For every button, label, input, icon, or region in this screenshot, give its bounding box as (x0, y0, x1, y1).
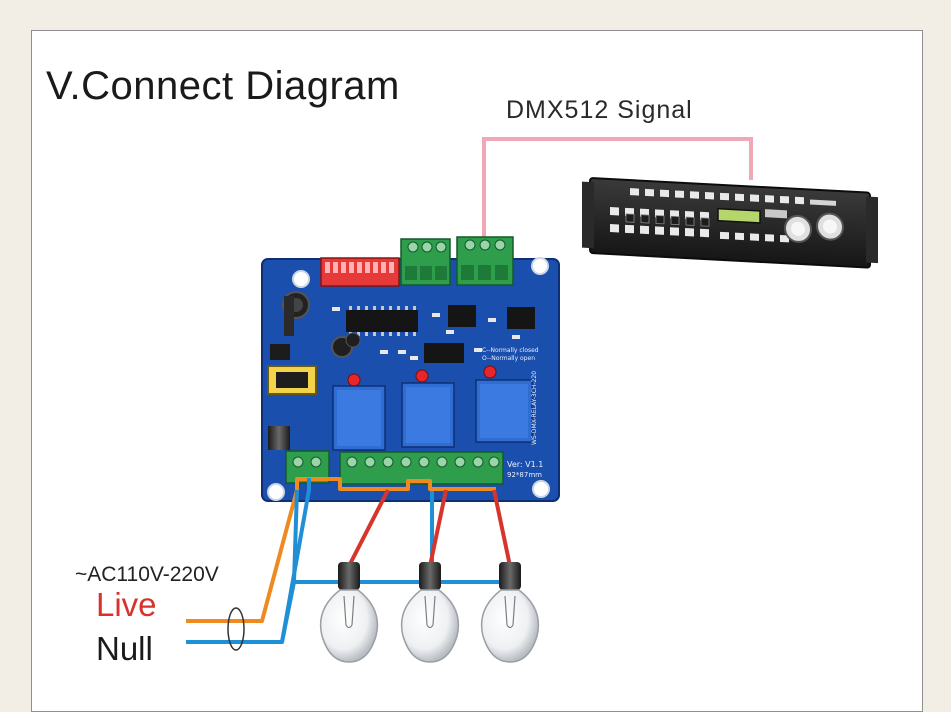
silk-normally-open: O--Normally open (482, 355, 535, 362)
led-icon (415, 369, 429, 383)
silk-model: WS-DMX-RELAY-3CH-220 (531, 371, 538, 445)
diagram-title: V.Connect Diagram (46, 64, 400, 108)
relay-output-terminal (339, 451, 504, 485)
mounting-hole-icon (531, 257, 549, 275)
capacitor (284, 296, 294, 336)
live-wire (186, 477, 496, 623)
silk-size: 92*87mm (507, 471, 542, 479)
relay-3 (475, 379, 533, 443)
lamp-wire-3 (492, 489, 512, 567)
dip-switch (320, 257, 400, 287)
lamp-1-icon (319, 562, 379, 663)
mounting-hole-icon (292, 270, 310, 288)
capacitor (345, 332, 361, 348)
relay-2 (401, 382, 455, 448)
lamp-3-icon (480, 562, 540, 663)
silk-version: Ver: V1.1 (507, 460, 543, 469)
live-label: Live (96, 586, 157, 623)
ic-chip (448, 305, 476, 327)
silk-normally-closed: C--Normally closed (482, 347, 539, 354)
dmx-signal-cable (482, 137, 753, 254)
null-bus-wire (280, 581, 296, 643)
lamp-2-icon (400, 562, 460, 663)
led-icon (347, 373, 361, 387)
relay-pcb: C--Normally closed O--Normally open Ver:… (261, 236, 560, 502)
capacitor (268, 426, 290, 450)
mounting-hole-icon (532, 480, 550, 498)
signal-terminal-right (456, 236, 514, 286)
dmx-signal-label: DMX512 Signal (506, 96, 693, 124)
voltage-label: ~AC110V-220V (75, 563, 219, 586)
led-icon (483, 365, 497, 379)
signal-terminal-left (400, 238, 451, 286)
ic-chip (507, 307, 535, 329)
ic-chip (346, 310, 418, 332)
cable-bundle-ring (227, 607, 245, 651)
relay-1 (332, 385, 386, 451)
mounting-hole-icon (267, 483, 285, 501)
null-label: Null (96, 630, 153, 667)
null-wire (186, 478, 434, 644)
lamp-wire-2 (428, 489, 448, 567)
dmx-controller (582, 177, 878, 269)
ic-chip (424, 343, 464, 363)
lamp-wire-1 (347, 489, 390, 567)
